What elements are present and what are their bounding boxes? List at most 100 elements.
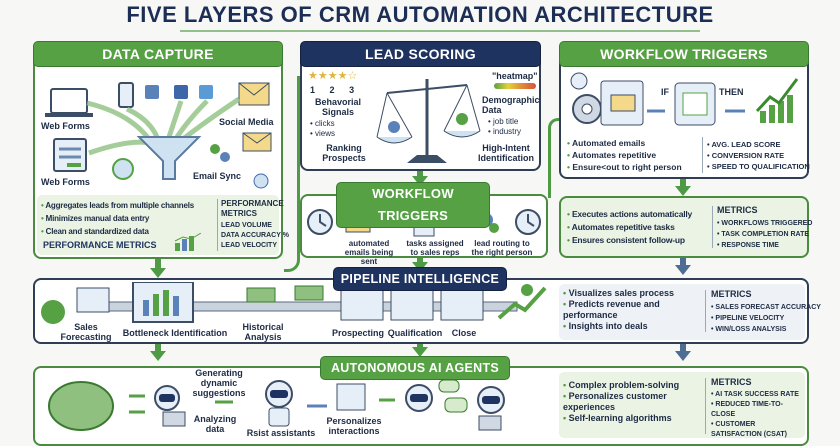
behavioral-items: • clicks • views xyxy=(310,119,335,139)
agents-metrics: • AI TASK SUCCESS RATE • REDUCED TIME-TO… xyxy=(711,390,803,440)
robot-icon xyxy=(265,380,293,427)
metric: DATA ACCURACY % xyxy=(221,232,289,239)
behavioral-item: • clicks xyxy=(310,119,335,128)
ranking-prospects-label: Ranking Prospects xyxy=(322,143,366,163)
metric: • PIPELINE VELOCITY xyxy=(711,315,785,322)
label-personalizes-interactions: Personalizes interactions xyxy=(326,416,382,436)
connector xyxy=(417,171,423,177)
label-bottleneck: Bottleneck Identification xyxy=(122,328,228,338)
label-social-media: Social Media xyxy=(219,117,274,127)
bullet: Ensure<out to right person xyxy=(567,161,681,173)
label-sales-forecasting: Sales Forecasting xyxy=(60,322,112,342)
divider xyxy=(702,137,703,173)
workflow-right-card: WORKFLOW TRIGGERS IF THEN Automated emai… xyxy=(559,41,810,179)
pipeline-metrics: • SALES FORECAST ACCURACY • PIPELINE VEL… xyxy=(711,302,821,335)
pipeline-metrics-title: METRICS xyxy=(711,289,752,299)
bullet: Executes actions automatically xyxy=(567,208,692,221)
bullet: Predicts revenue and performance xyxy=(563,299,703,321)
workflow-right-header: WORKFLOW TRIGGERS xyxy=(559,41,809,67)
metric: • SALES FORECAST ACCURACY xyxy=(711,304,821,311)
metric: • AI TASK SUCCESS RATE xyxy=(711,391,799,398)
bullet: Aggregates leads from multiple channels xyxy=(41,199,215,212)
down-arrow xyxy=(150,351,166,361)
label-web-forms-1: Web Forms xyxy=(41,121,90,131)
phone-icon xyxy=(118,82,134,108)
workflow-right-metrics: • AVG. LEAD SCORE • CONVERSION RATE • SP… xyxy=(707,139,810,172)
bullet: Personalizes customer experiences xyxy=(563,391,703,413)
money-bag-icon xyxy=(41,300,65,324)
twitter-icon xyxy=(199,85,213,99)
brain-icon xyxy=(48,381,114,431)
data-capture-card: DATA CAPTURE Web Forms Web Forms Social … xyxy=(33,41,289,259)
title-underline xyxy=(180,30,700,32)
label-historical-analysis: Historical Analysis xyxy=(242,322,284,342)
stars-icon: ★★★★☆ xyxy=(308,70,358,82)
step-automated-emails: automated emails being sent xyxy=(344,239,394,266)
metric: • SPEED TO QUALIFICATION xyxy=(707,162,810,171)
cash-icon xyxy=(294,285,324,301)
bullet: Ensures consistent follow-up xyxy=(567,234,692,247)
chart-icon xyxy=(76,287,110,313)
data-capture-bullets: Aggregates leads from multiple channels … xyxy=(41,199,215,238)
agents-header: AUTONOMOUS AI AGENTS xyxy=(320,356,510,380)
metric: • CUSTOMER SATISFACTION (CSAT) xyxy=(711,421,787,438)
bullet: Automates repetitive xyxy=(567,149,682,161)
pipeline-header: PIPELINE INTELLIGENCE xyxy=(333,267,507,291)
then-label: THEN xyxy=(719,87,744,97)
bar-chart-icon xyxy=(174,233,202,251)
agents-illustration xyxy=(48,379,505,431)
data-capture-metrics: LEAD VOLUME DATA ACCURACY % LEAD VELOCIT… xyxy=(221,221,289,251)
bullet: Complex problem-solving xyxy=(563,380,703,391)
close-chart-icon xyxy=(440,289,484,321)
metric: • WIN/LOSS ANALYSIS xyxy=(711,326,787,333)
divider xyxy=(705,378,706,434)
money-bag-icon xyxy=(521,284,533,296)
heatmap-bar xyxy=(494,83,536,89)
connector xyxy=(155,259,161,269)
workflow-right-bullets: Automated emails Automates repetitive En… xyxy=(567,137,682,173)
heatmap-label: "heatmap" xyxy=(492,71,538,81)
growth-chart-icon xyxy=(755,78,799,123)
down-arrow xyxy=(675,265,691,275)
users-icon xyxy=(210,144,230,162)
dollar-icon xyxy=(253,173,269,189)
demographic-item: • job title xyxy=(488,117,519,126)
workflow-metrics-bullets: Executes actions automatically Automates… xyxy=(567,208,693,247)
agents-bullets: Complex problem-solving Personalizes cus… xyxy=(563,380,703,424)
pipeline-bullets: Visualizes sales process Predicts revenu… xyxy=(563,288,703,332)
bullet: Insights into deals xyxy=(563,321,703,332)
metric: • TASK COMPLETION RATE xyxy=(717,231,810,238)
agents-metrics-title: METRICS xyxy=(711,377,752,387)
email-icon xyxy=(610,94,636,112)
laptop-icon xyxy=(162,411,186,427)
workflow-metrics-card: Executes actions automatically Automates… xyxy=(559,196,813,258)
pipeline-illustration xyxy=(41,282,547,324)
email-sync-icon xyxy=(242,132,272,152)
funnel-icon xyxy=(136,136,202,180)
data-capture-header: DATA CAPTURE xyxy=(33,41,283,67)
robot-icon xyxy=(477,386,505,431)
bullet: Self-learning algorithms xyxy=(563,413,703,424)
data-capture-metrics-title: PERFORMANCE METRICS xyxy=(221,199,284,218)
down-arrow xyxy=(150,268,166,278)
connector xyxy=(680,179,686,187)
star-numbers: 1 2 3 xyxy=(310,85,354,95)
behavioral-signals-label: Behavorial Signals xyxy=(314,97,362,117)
divider xyxy=(217,199,218,251)
data-capture-illustration xyxy=(45,82,272,189)
form-icon xyxy=(53,138,87,172)
bullet: Visualizes sales process xyxy=(563,288,703,299)
bullet: Clean and standardized data xyxy=(41,225,215,238)
label-close: Close xyxy=(451,328,477,338)
chart-icon xyxy=(336,383,366,411)
metric: • WORKFLOWS TRIGGERED xyxy=(717,220,813,227)
label-qualification: Qualification xyxy=(387,328,443,338)
email-icon xyxy=(238,82,270,106)
workflow-mid-header: WORKFLOW TRIGGERS xyxy=(336,182,490,228)
lead-scoring-header: LEAD SCORING xyxy=(300,41,541,67)
star-number: 3 xyxy=(349,85,355,95)
label-generating-suggestions: Generating dynamic suggestions xyxy=(192,368,246,398)
growth-arrow-icon xyxy=(497,286,547,320)
label-analyzing-data: Analyzing data xyxy=(193,414,237,434)
connector xyxy=(417,344,423,348)
